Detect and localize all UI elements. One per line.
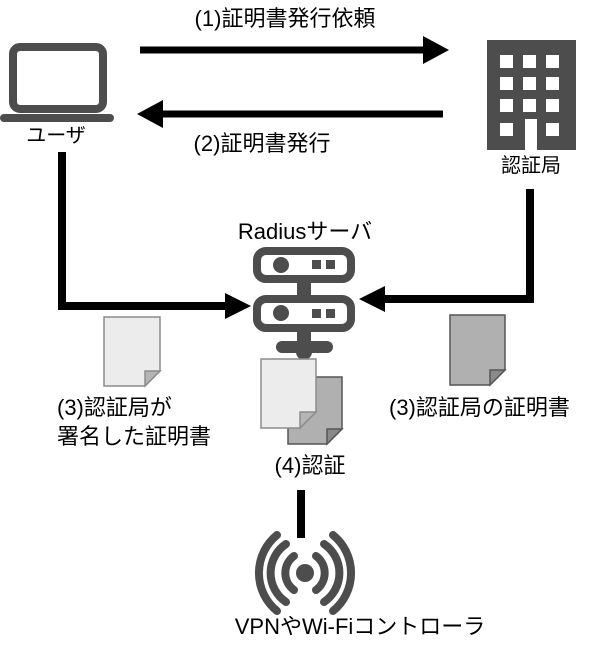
arrow-ca-to-radius (359, 189, 534, 312)
document-light-icon (103, 316, 162, 388)
edge-label-step4: (4)認証 (274, 453, 346, 478)
edge-label-step3-ca: (3)認証局の証明書 (389, 395, 570, 420)
edge-label-step3-user-line1: (3)認証局が (57, 395, 172, 420)
document-stack-icon (260, 358, 344, 446)
edge-label-step2: (2)証明書発行 (193, 131, 331, 156)
edge-label-step3-user: (3)認証局が 署名した証明書 (57, 394, 211, 451)
laptop-icon (0, 43, 114, 122)
node-label-certificate-authority: 認証局 (501, 155, 561, 177)
arrow-step1 (140, 36, 449, 64)
wireless-signal-icon (255, 531, 355, 615)
server-stack-icon (253, 247, 355, 360)
node-label-network-controller: VPNやWi-Fiコントローラ (234, 614, 486, 639)
building-icon (487, 40, 576, 150)
document-gray-icon (449, 314, 507, 387)
edge-label-step3-user-line2: 署名した証明書 (57, 423, 212, 449)
arrow-step2 (137, 100, 443, 128)
node-label-radius-server: Radiusサーバ (237, 219, 373, 244)
node-label-user: ユーザ (26, 125, 86, 147)
edge-label-step1: (1)証明書発行依頼 (194, 6, 376, 31)
arrow-user-to-radius (58, 152, 251, 319)
